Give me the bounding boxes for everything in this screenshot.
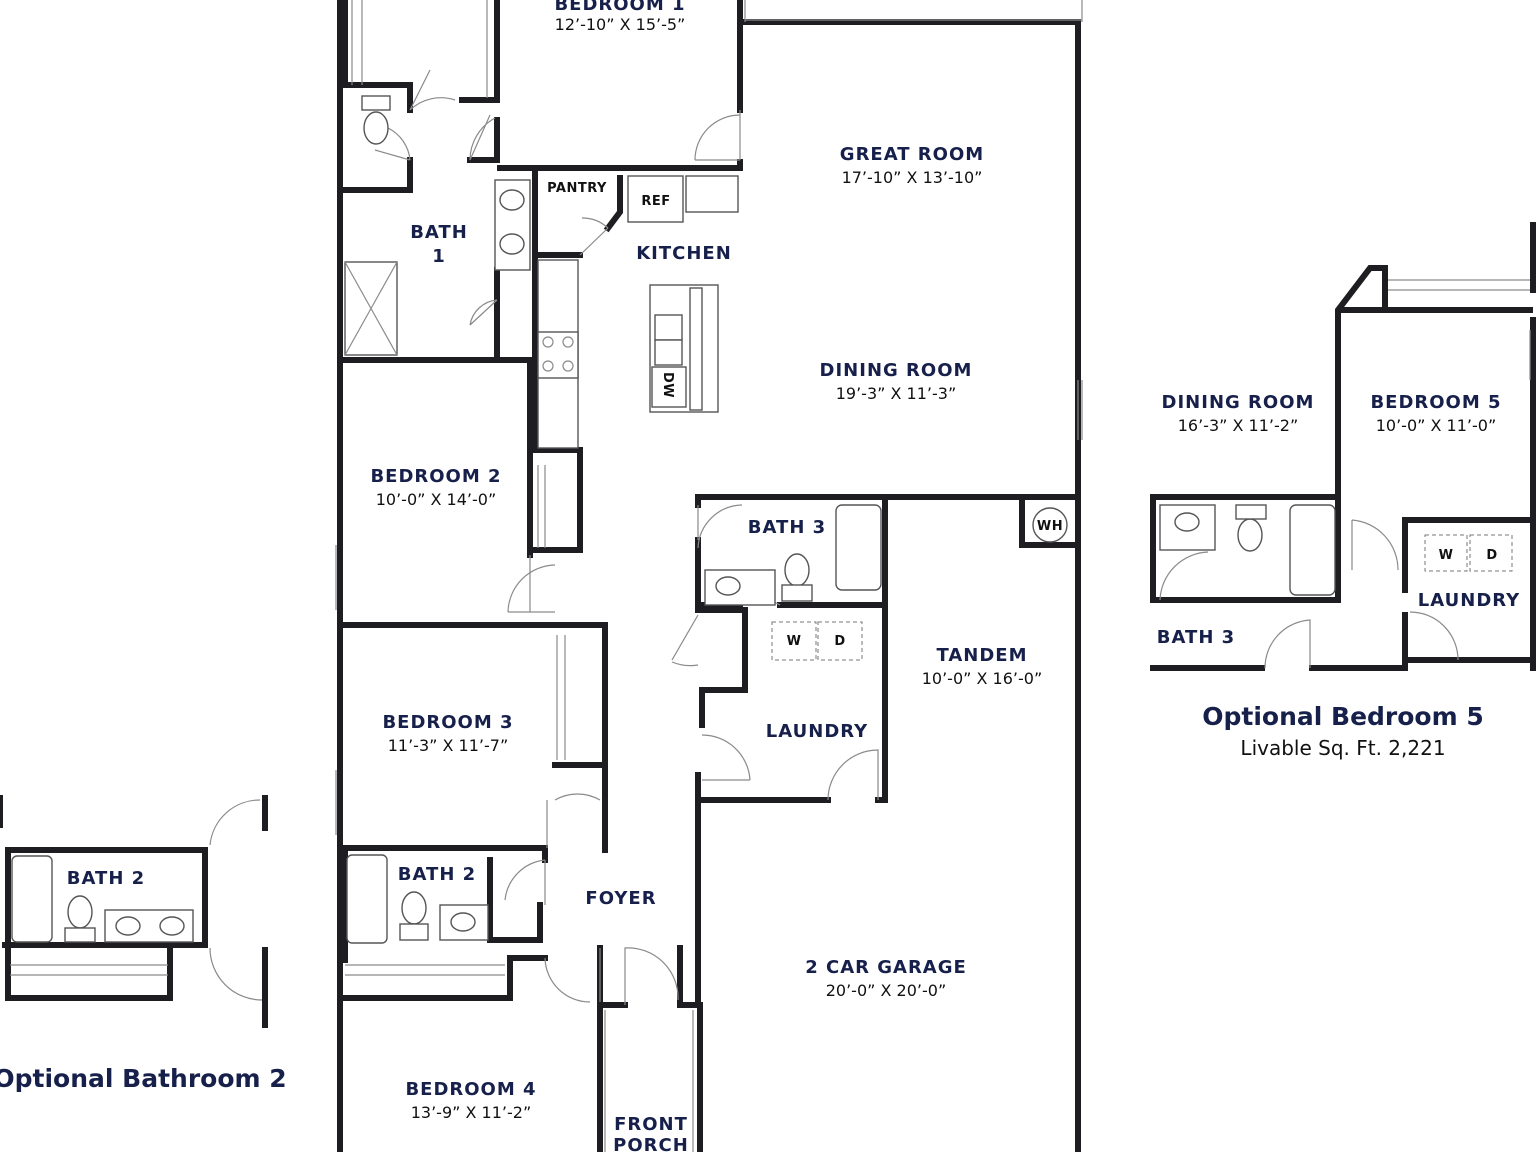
great-room-dimensions: 17’-10” X 13’-10” [842, 168, 983, 187]
garage-label: 2 CAR GARAGE [805, 957, 967, 978]
foyer-label: FOYER [585, 888, 656, 909]
opt-dining-room-label: DINING ROOM [1162, 392, 1315, 413]
ref-label: REF [641, 194, 670, 209]
bedroom3-label: BEDROOM 3 [382, 712, 513, 733]
optional-bedroom5-title: Optional Bedroom 5 [1202, 702, 1484, 731]
opt-laundry-label: LAUNDRY [1418, 590, 1520, 611]
main-plan-walls [337, 0, 1081, 1152]
bedroom1-dimensions: 12’-10” X 15’-5” [555, 15, 686, 34]
tandem-dimensions: 10’-0” X 16’-0” [922, 669, 1043, 688]
bedroom5-label: BEDROOM 5 [1370, 392, 1501, 413]
optional-bathroom2-plan [0, 795, 268, 1028]
laundry-label: LAUNDRY [766, 721, 868, 742]
bath2-label: BATH 2 [398, 864, 476, 885]
dining-room-label: DINING ROOM [820, 360, 973, 381]
bedroom4-dimensions: 13’-9” X 11’-2” [411, 1103, 532, 1122]
bedroom2-dimensions: 10’-0” X 14’-0” [376, 490, 497, 509]
bedroom1-label: BEDROOM 1 [554, 0, 685, 15]
bedroom2-label: BEDROOM 2 [370, 466, 501, 487]
livable-sqft-label: Livable Sq. Ft. 2,221 [1240, 736, 1445, 760]
tandem-label: TANDEM [936, 645, 1027, 666]
bedroom4-label: BEDROOM 4 [405, 1079, 536, 1100]
water-heater-label: WH [1037, 519, 1063, 534]
bedroom5-dimensions: 10’-0” X 11’-0” [1376, 416, 1497, 435]
optional-bedroom5-labels: DINING ROOM 16’-3” X 11’-2” BEDROOM 5 10… [1157, 392, 1520, 760]
bath1-label: BATH [410, 222, 468, 243]
washer-label: W [787, 634, 802, 649]
front-porch-label: FRONT [614, 1114, 688, 1135]
room-labels: BEDROOM 1 12’-10” X 15’-5” BATH 1 PANTRY… [370, 0, 1063, 1152]
bedroom3-dimensions: 11’-3” X 11’-7” [388, 736, 509, 755]
main-plan-fixtures [335, 0, 1083, 1152]
bath1-number: 1 [432, 246, 446, 267]
optional-bathroom2-labels: BATH 2 Optional Bathroom 2 [0, 868, 287, 1093]
dryer-label: D [834, 634, 845, 649]
optional-bedroom5-plan [1150, 222, 1536, 671]
dishwasher-label: DW [660, 372, 675, 398]
optional-bathroom2-title: Optional Bathroom 2 [0, 1064, 287, 1093]
great-room-label: GREAT ROOM [840, 144, 984, 165]
opt-dryer-label: D [1486, 548, 1497, 563]
opt-bath3-label: BATH 3 [1157, 627, 1235, 648]
opt-washer-label: W [1439, 548, 1454, 563]
optional-bath2-label: BATH 2 [67, 868, 145, 889]
garage-dimensions: 20’-0” X 20’-0” [826, 981, 947, 1000]
dining-room-dimensions: 19’-3” X 11’-3” [836, 384, 957, 403]
kitchen-label: KITCHEN [636, 243, 732, 264]
pantry-label: PANTRY [547, 181, 607, 196]
opt-dining-room-dimensions: 16’-3” X 11’-2” [1178, 416, 1299, 435]
front-porch-label-line2: PORCH [613, 1135, 689, 1152]
bath3-label: BATH 3 [748, 517, 826, 538]
